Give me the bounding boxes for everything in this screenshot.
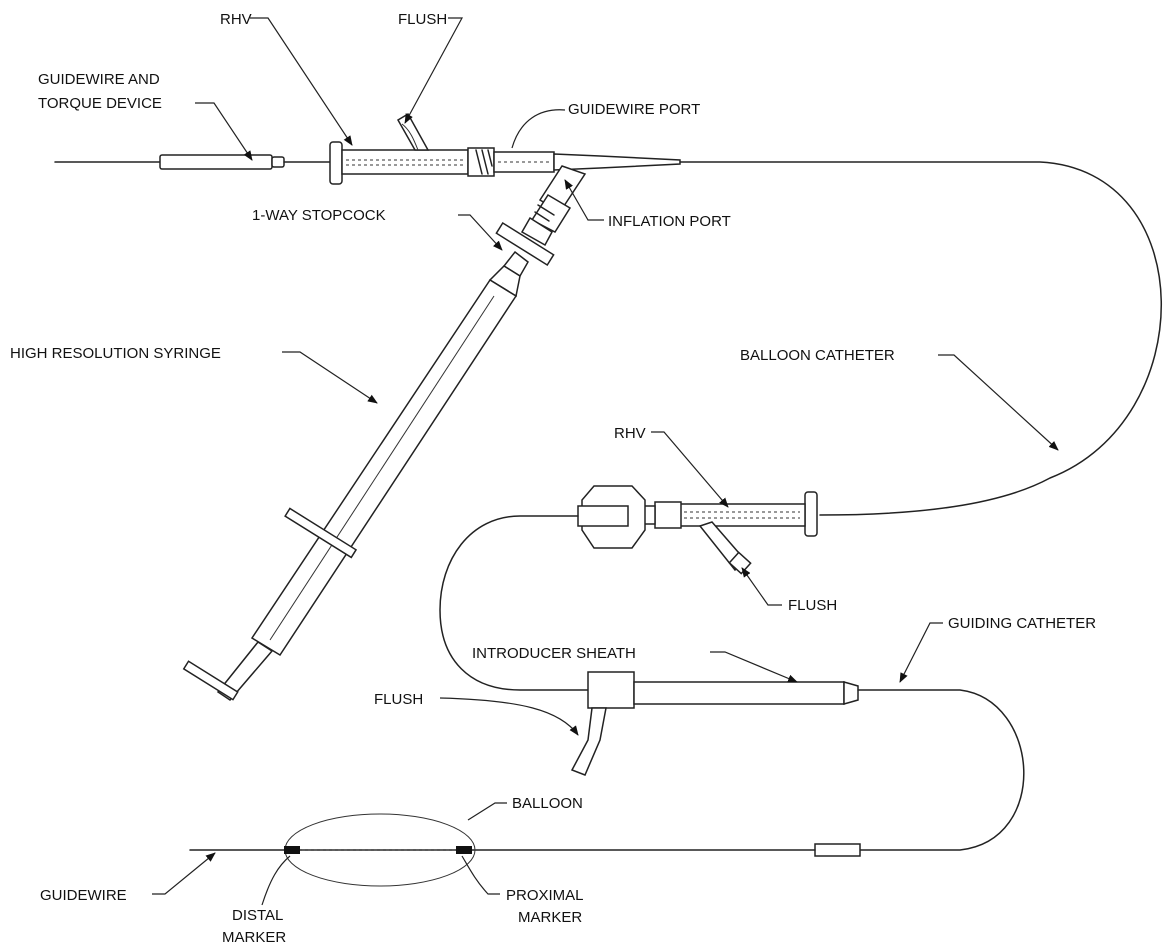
label-flush-top: FLUSH (398, 11, 447, 28)
label-guidewire-torque-line1: GUIDEWIRE AND (38, 71, 160, 88)
label-syringe: HIGH RESOLUTION SYRINGE (10, 345, 221, 362)
label-guiding-catheter: GUIDING CATHETER (948, 615, 1096, 632)
guiding-catheter-tube (814, 689, 1025, 857)
label-flush-mid: FLUSH (788, 597, 837, 614)
label-inflation-port: INFLATION PORT (608, 213, 731, 230)
flush-port-mid (698, 521, 752, 575)
distal-marker (284, 846, 300, 854)
tubing-loop-mid (439, 515, 591, 691)
label-rhv-mid: RHV (614, 425, 646, 442)
label-guidewire-torque-line2: TORQUE DEVICE (38, 95, 162, 112)
label-introducer-sheath: INTRODUCER SHEATH (472, 645, 636, 662)
leader-lines (152, 17, 1059, 906)
label-balloon-catheter: BALLOON CATHETER (740, 347, 895, 364)
label-guidewire-port: GUIDEWIRE PORT (568, 101, 700, 118)
label-stopcock: 1-WAY STOPCOCK (252, 207, 386, 224)
inflation-port-connector (530, 165, 587, 233)
balloon-catheter-tube (679, 161, 1162, 516)
label-balloon: BALLOON (512, 795, 583, 812)
label-distal-marker-line2: MARKER (222, 929, 286, 946)
label-distal-marker-line1: DISTAL (232, 907, 283, 924)
label-flush-low: FLUSH (374, 691, 423, 708)
flush-port-low (570, 707, 607, 776)
flush-port-top (396, 112, 430, 151)
rhv-mid (624, 491, 818, 537)
guidewire-port-hub (493, 151, 681, 173)
stopcock (495, 216, 555, 267)
label-proximal-marker-line1: PROXIMAL (506, 887, 584, 904)
label-rhv-top: RHV (220, 11, 252, 28)
label-proximal-marker-line2: MARKER (518, 909, 582, 926)
proximal-marker (456, 846, 472, 854)
syringe (182, 250, 529, 701)
torque-device (159, 154, 331, 170)
label-guidewire: GUIDEWIRE (40, 887, 127, 904)
hemostasis-hub (577, 485, 646, 549)
introducer-sheath (587, 671, 859, 709)
rhv-top (329, 141, 495, 185)
